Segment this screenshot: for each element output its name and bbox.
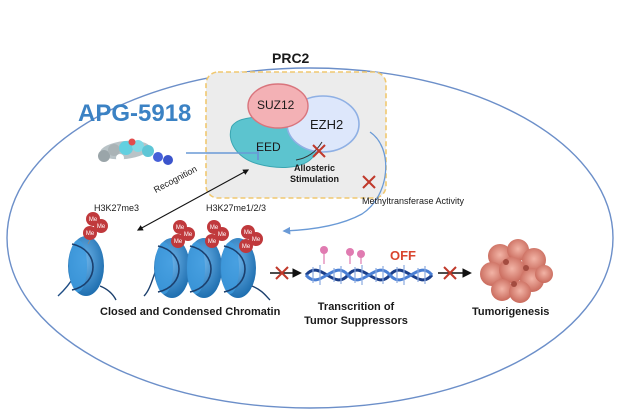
methyltransferase-label: Methyltransferase Activity bbox=[362, 196, 465, 206]
me-tag-labels: Me Me Me Me Me Me Me Me Me Me Me Me bbox=[86, 217, 261, 250]
prc2-title: PRC2 bbox=[272, 50, 310, 66]
me-tag-text: Me bbox=[89, 217, 98, 223]
h3k27me3-label: H3K27me3 bbox=[94, 203, 140, 213]
me-tag-text: Me bbox=[97, 224, 106, 230]
transcription-label: Transcrition of Tumor Suppressors bbox=[304, 301, 408, 327]
ezh2-label: EZH2 bbox=[310, 117, 344, 132]
off-label: OFF bbox=[390, 248, 416, 263]
tumor-block-x bbox=[443, 266, 457, 280]
eed-label: EED bbox=[256, 140, 281, 154]
me-tag-text: Me bbox=[184, 232, 193, 238]
chromatin-label: Closed and Condensed Chromatin bbox=[100, 306, 281, 318]
me-tag-text: Me bbox=[208, 239, 217, 245]
suz12-label: SUZ12 bbox=[257, 98, 295, 112]
me-tag-group-3 bbox=[205, 220, 229, 248]
drug-name: APG-5918 bbox=[78, 100, 192, 127]
allosteric-block-x bbox=[312, 144, 326, 158]
me-tag-text: Me bbox=[218, 232, 227, 238]
cell-outline bbox=[6, 67, 614, 409]
recognition-arrow bbox=[136, 169, 250, 231]
nucleosome-array bbox=[143, 238, 271, 301]
me-tag-text: Me bbox=[242, 244, 251, 250]
transcription-block-x bbox=[275, 266, 289, 280]
nucleosome-h3k27me3 bbox=[57, 236, 117, 301]
allosteric-link bbox=[295, 141, 323, 161]
me-tag-text: Me bbox=[174, 239, 183, 245]
me-tag-group-2 bbox=[171, 220, 195, 248]
methyltransferase-arrow bbox=[282, 131, 387, 235]
tumor-cell-cluster bbox=[480, 239, 553, 303]
apg5918-molecule bbox=[98, 138, 173, 165]
dna-helix bbox=[304, 265, 434, 285]
me-tag-text: Me bbox=[244, 230, 253, 236]
methyltransferase-block-x bbox=[362, 175, 376, 189]
me-tag-group-1 bbox=[83, 212, 108, 245]
h3k27me123-label: H3K27me1/2/3 bbox=[206, 203, 267, 213]
me-tag-group-4 bbox=[239, 225, 263, 253]
suz12-subunit bbox=[247, 83, 309, 129]
me-tag-text: Me bbox=[86, 231, 95, 237]
me-tag-text: Me bbox=[176, 225, 185, 231]
me-tag-text: Me bbox=[252, 237, 261, 243]
allosteric-stimulation-label: Allosteric Stimulation bbox=[290, 163, 339, 184]
dna-methyl-marks bbox=[320, 246, 365, 264]
tumorigenesis-label: Tumorigenesis bbox=[472, 306, 550, 318]
me-tag-text: Me bbox=[210, 225, 219, 231]
